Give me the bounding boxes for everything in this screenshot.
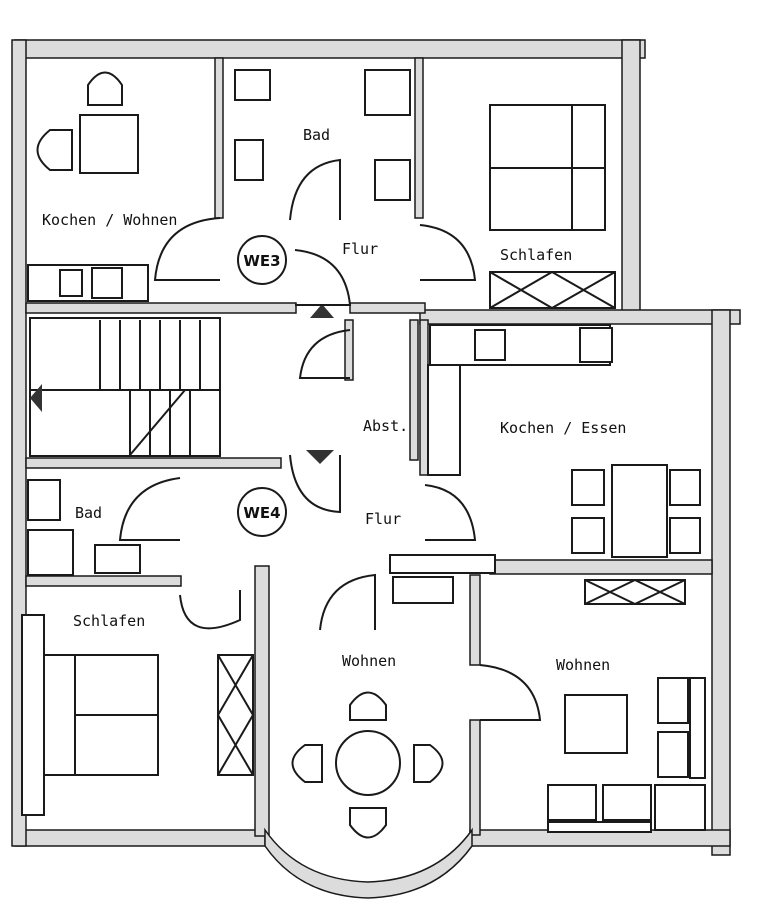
unit-we3-label: WE3 [243,252,280,270]
stairs [29,304,334,464]
unit-markers: WE3 WE4 [237,235,287,537]
room-label-schlafen-we4: Schlafen [73,612,145,630]
room-label-abst: Abst. [363,417,408,435]
stair-arrow-icon [30,384,42,412]
room-label-kochen-wohnen: Kochen / Wohnen [42,211,177,229]
room-label-schlafen-we3: Schlafen [500,246,572,264]
room-labels: Kochen / Wohnen Bad Flur Schlafen Abst. … [42,126,626,674]
room-label-bad-we4: Bad [75,504,102,522]
room-label-kochen-essen: Kochen / Essen [500,419,626,437]
room-label-wohnen-left: Wohnen [342,652,396,670]
unit-we3-marker [237,235,287,285]
walls [11,39,741,899]
furniture [21,69,706,839]
down-arrow-icon [306,450,334,464]
unit-we4-marker [237,487,287,537]
up-arrow-icon [310,304,334,318]
room-label-bad-we3: Bad [303,126,330,144]
room-label-flur-we4: Flur [365,510,401,528]
doors [118,158,542,721]
room-label-flur-we3: Flur [342,240,378,258]
unit-we4-label: WE4 [243,504,280,522]
room-label-wohnen-right: Wohnen [556,656,610,674]
